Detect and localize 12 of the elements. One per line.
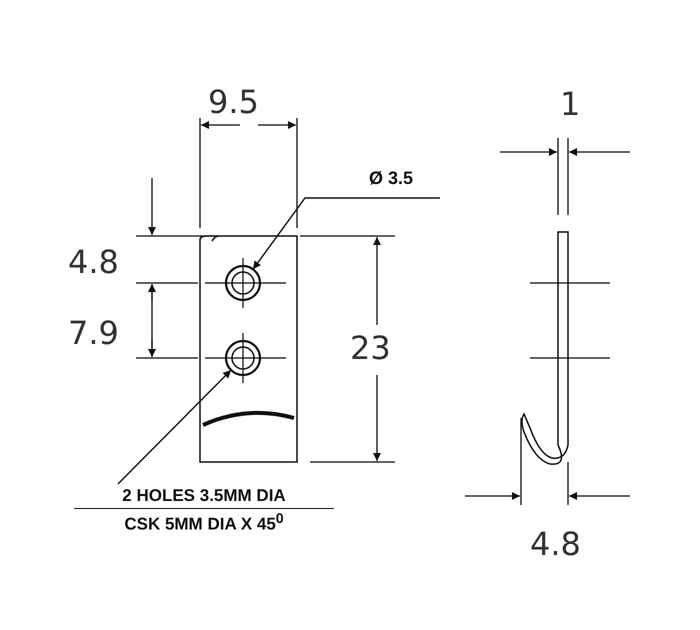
annotation-text: 2 HOLES 3.5MM DIA CSK 5MM DIA X 45$^{0}$ [74,484,334,537]
leader-line [252,197,440,270]
leader-line [118,370,232,484]
dimension-label: 4.8 [530,528,581,560]
dimension-label: 4.8 [68,246,119,278]
dimension-label: 23 [350,332,391,364]
dimension-label: 9.5 [208,86,259,118]
annotation-text: Ø 3.5 [342,166,440,191]
countersunk-hole [224,340,262,376]
dimension-label: 1 [560,88,580,120]
dimension-label: 7.9 [68,317,119,349]
countersunk-hole [224,264,262,302]
